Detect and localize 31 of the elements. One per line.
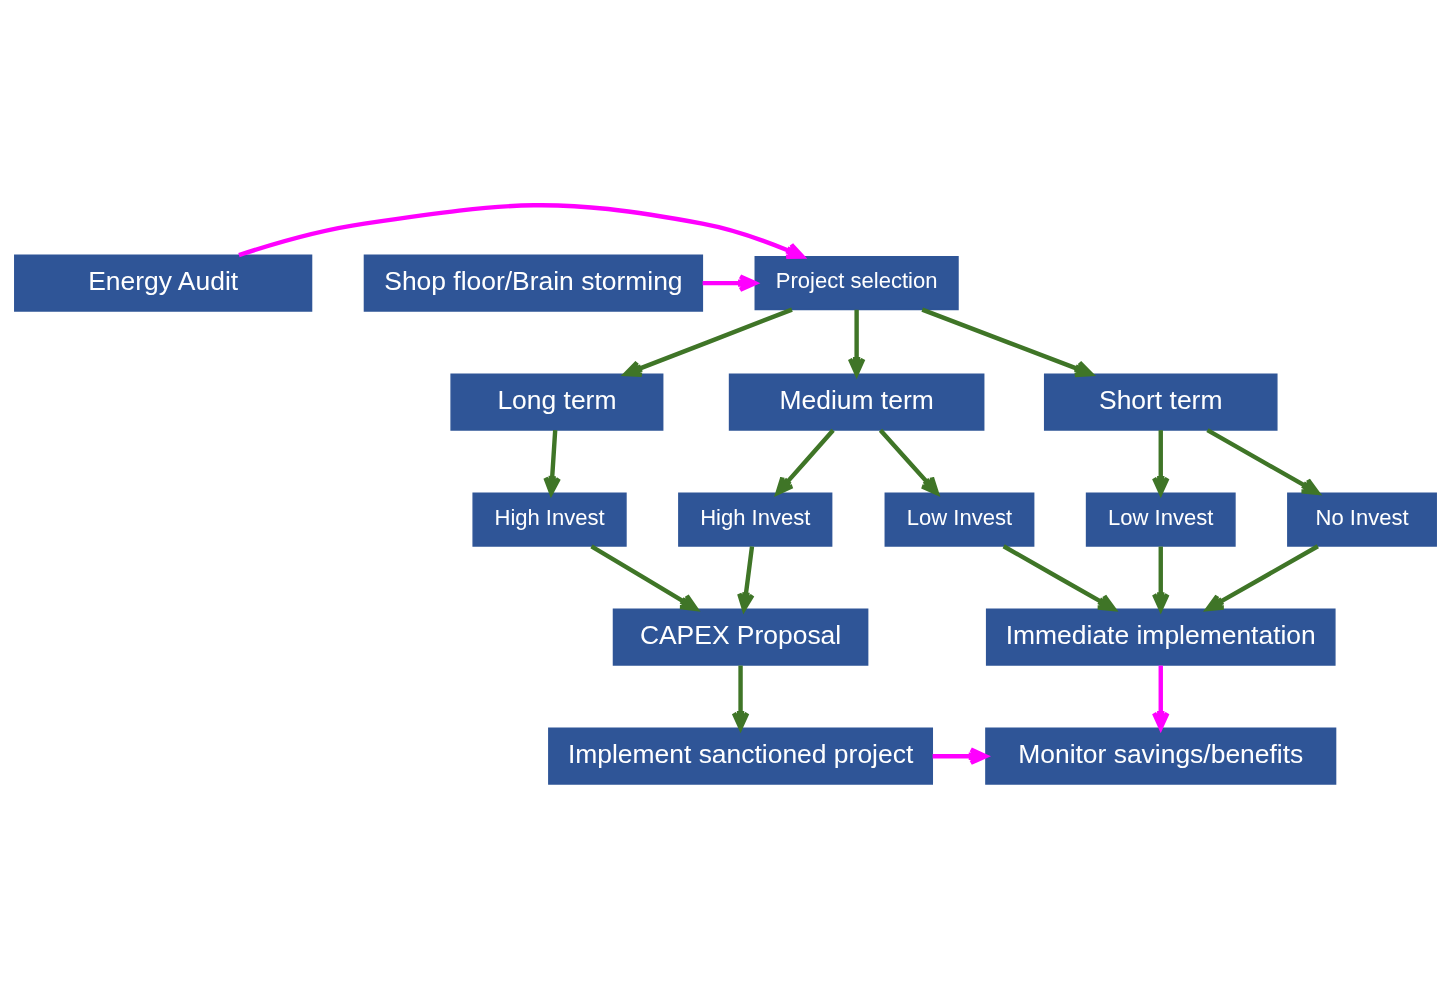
- arrow: [921, 307, 1094, 377]
- arrow: [775, 428, 835, 495]
- arrow: [1002, 543, 1117, 611]
- arrow: [1205, 543, 1319, 611]
- arrow: [590, 543, 699, 611]
- node-box: Monitor savings/benefits: [985, 727, 1337, 785]
- node-box: Medium term: [728, 373, 985, 431]
- node-box: No Invest: [1287, 492, 1437, 547]
- node-box: Long term: [450, 373, 664, 431]
- arrow: [1151, 429, 1170, 495]
- arrow: [731, 665, 750, 730]
- node-box: Low Invest: [1085, 492, 1236, 547]
- arrow: [702, 273, 758, 292]
- node-box: Energy Audit: [14, 253, 313, 312]
- arrow: [1151, 665, 1170, 730]
- node-box: Short term: [1043, 373, 1278, 431]
- node-box: Low Invest: [884, 492, 1035, 547]
- node-box: High Invest: [678, 492, 833, 547]
- node-box: CAPEX Proposal: [612, 608, 869, 666]
- arrow: [878, 428, 939, 495]
- arrow: [238, 202, 805, 259]
- arrow: [1206, 427, 1320, 495]
- arrow: [623, 307, 793, 377]
- arrow: [847, 309, 866, 376]
- arrow: [932, 746, 988, 765]
- node-box: Shop floor/Brain storming: [363, 253, 704, 312]
- node-box: High Invest: [472, 492, 627, 547]
- node-box: Project selection: [754, 255, 959, 310]
- arrow: [543, 429, 561, 495]
- node-box: Immediate implementation: [985, 608, 1336, 666]
- node-box: Implement sanctioned project: [548, 727, 934, 785]
